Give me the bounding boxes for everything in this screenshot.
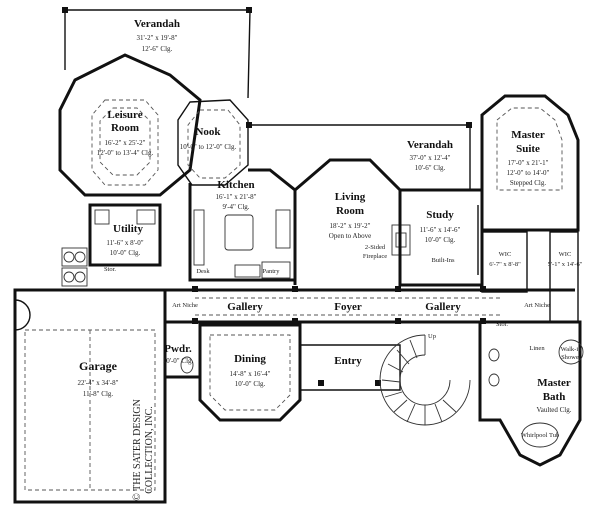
master-suite-name-line2: Suite (516, 143, 540, 155)
garage-dims: 22'-4" x 34'-8" (78, 379, 119, 387)
stair-up-label: Up (428, 333, 436, 340)
leisure-room (58, 53, 202, 197)
kitchen-clg: 9'-4" Clg. (222, 203, 249, 211)
copyright-block: © THE SATER DESIGN COLLECTION, INC. (132, 399, 155, 501)
dining-room (198, 323, 302, 422)
verandah-top-clg: 12'-6" Clg. (142, 45, 173, 53)
kitchen-dims: 16'-1" x 21'-8" (216, 193, 257, 201)
master-suite-clg-line2: Stepped Clg. (510, 179, 546, 187)
stor-right-label: Stor. (496, 321, 508, 328)
verandah-top-name: Verandah (134, 18, 180, 30)
gallery-left-label: Gallery (227, 301, 263, 313)
built-ins-label: Built-Ins (431, 257, 455, 264)
wic1-name: WIC (499, 251, 512, 258)
leisure-dims: 16'-2" x 25'-2" (105, 139, 146, 147)
garage-clg: 11'-8" Clg. (83, 390, 114, 398)
master-suite-name-line1: Master (511, 129, 545, 141)
leisure-clg: 12'-0" to 13'-4" Clg. (97, 149, 154, 157)
copyright-line2: COLLECTION, INC. (144, 406, 155, 494)
linen-label: Linen (529, 345, 545, 352)
garage-room (13, 288, 167, 504)
utility-dims: 11'-6" x 8'-0" (106, 239, 143, 247)
verandah-mid-dims: 37'-0" x 12'-4" (410, 154, 451, 162)
utility-room (61, 203, 162, 287)
copyright-line1: © THE SATER DESIGN (132, 399, 143, 501)
dining-dims: 14'-8" x 16'-4" (230, 370, 271, 378)
pantry-label: Pantry (263, 268, 281, 275)
spiral-stair (379, 334, 471, 426)
walk-in-shower-line2: Shower (561, 354, 582, 361)
master-bath-room (478, 320, 584, 467)
leisure-name-line2: Room (111, 122, 139, 134)
verandah-top-area (62, 7, 252, 99)
utility-clg: 10'-0" Clg. (110, 249, 141, 257)
wic2-dims: 5'-1" x 14'-6" (548, 261, 583, 268)
fireplace-line1: 2-Sided (365, 244, 386, 251)
dining-name: Dining (234, 353, 266, 365)
foyer-label: Foyer (334, 301, 362, 313)
master-suite-room (480, 94, 580, 232)
whirlpool-tub-label: Whirlpool Tub (521, 432, 559, 439)
master-bath-name-line2: Bath (543, 391, 566, 403)
verandah-mid-name: Verandah (407, 139, 453, 151)
fireplace-line2: Fireplace (363, 253, 387, 260)
walk-in-shower-line1: Walk-in (561, 346, 583, 353)
art-niche-left-label: Art Niche (172, 302, 198, 309)
verandah-mid-clg: 10'-6" Clg. (415, 164, 446, 172)
verandah-mid-area (246, 122, 472, 190)
living-name-line1: Living (335, 191, 366, 203)
gallery-corridor (165, 286, 575, 324)
utility-name: Utility (113, 223, 143, 235)
gallery-right-label: Gallery (425, 301, 461, 313)
desk-label: Desk (196, 268, 210, 275)
master-bath-clg: Vaulted Clg. (537, 406, 572, 414)
master-suite-dims: 17'-0" x 21'-1" (508, 159, 549, 167)
leisure-name-line1: Leisure (107, 109, 142, 121)
entry-name: Entry (334, 355, 362, 367)
stor-left-label: Stor. (104, 266, 116, 273)
wic1-dims: 6'-7" x 8'-8" (489, 261, 521, 268)
wic2-name: WIC (559, 251, 572, 258)
study-name: Study (426, 209, 454, 221)
entry-area (299, 344, 401, 391)
pwdr-name: Pwdr. (164, 343, 192, 355)
study-clg: 10'-0" Clg. (425, 236, 456, 244)
nook-clg: 10'-0" to 12'-0" Clg. (180, 143, 237, 151)
garage-name: Garage (79, 359, 118, 373)
master-bath-name-line1: Master (537, 377, 571, 389)
nook-room (177, 99, 249, 186)
living-name-line2: Room (336, 205, 364, 217)
art-niche-right-label: Art Niche (524, 302, 550, 309)
living-dims: 18'-2" x 19'-2" (330, 222, 371, 230)
dining-clg: 10'-0" Clg. (235, 380, 266, 388)
living-clg: Open to Above (329, 232, 371, 240)
master-suite-clg-line1: 12'-0" to 14'-0" (507, 169, 550, 177)
nook-name: Nook (195, 126, 221, 138)
verandah-top-dims: 31'-2" x 19'-8" (137, 34, 178, 42)
pwdr-clg: 10'-0" Clg. (163, 357, 194, 365)
study-dims: 11'-6" x 14'-6" (420, 226, 461, 234)
kitchen-name: Kitchen (217, 179, 254, 191)
